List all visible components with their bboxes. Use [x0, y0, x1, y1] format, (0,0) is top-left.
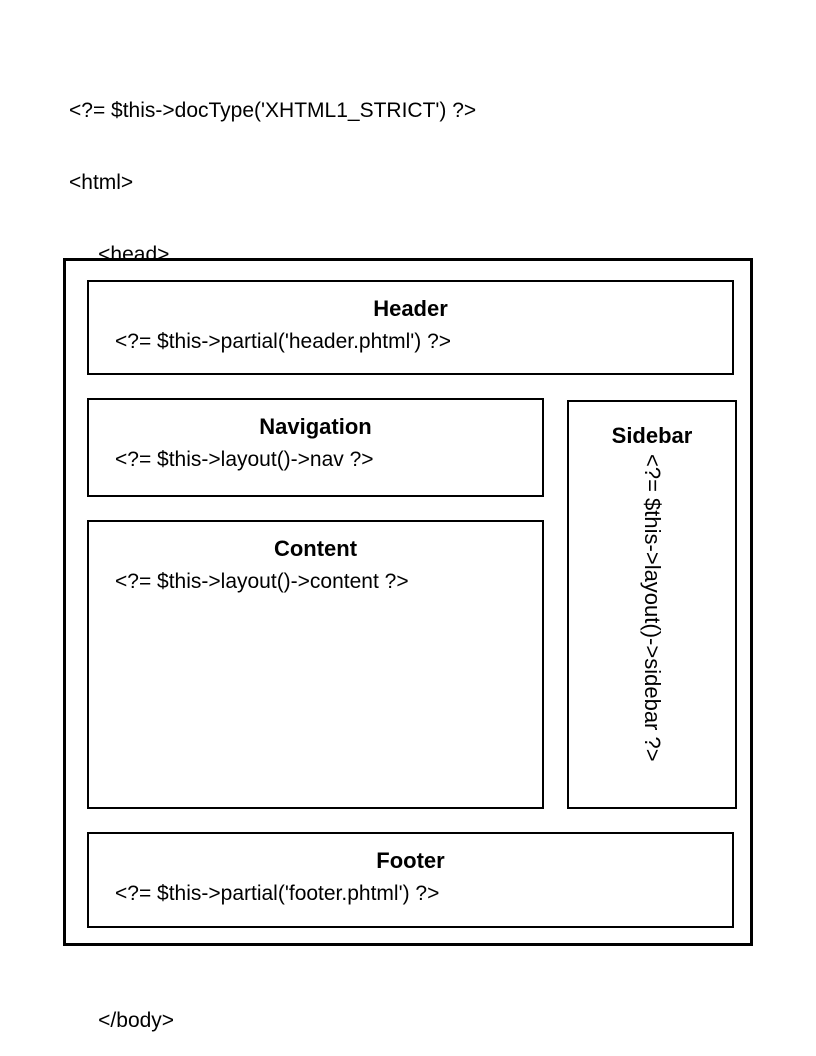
code-line-doctype: <?= $this->docType('XHTML1_STRICT') ?>: [69, 99, 477, 122]
code-line-html-open: <html>: [69, 171, 134, 194]
footer-region-code: <?= $this->partial('footer.phtml') ?>: [115, 882, 440, 905]
footer-region-title: Footer: [376, 848, 445, 873]
header-region-code: <?= $this->partial('header.phtml') ?>: [115, 330, 452, 353]
sidebar-region-code-vertical: <?= $this->layout()->sidebar ?>: [640, 454, 665, 762]
body-layout-box: Header <?= $this->partial('header.phtml'…: [63, 258, 753, 946]
content-region-title: Content: [273, 536, 358, 561]
navigation-region-title: Navigation: [259, 414, 372, 439]
footer-region-box: Footer <?= $this->partial('footer.phtml'…: [87, 832, 734, 928]
navigation-region-box: Navigation <?= $this->layout()->nav ?>: [87, 398, 544, 497]
navigation-region-code: <?= $this->layout()->nav ?>: [115, 448, 374, 471]
sidebar-region-title: Sidebar: [611, 423, 693, 448]
content-region-box: Content <?= $this->layout()->content ?>: [87, 520, 544, 809]
closing-code-block: </body> </html>: [69, 961, 174, 1056]
sidebar-region-box: Sidebar <?= $this->layout()->sidebar ?>: [567, 400, 737, 809]
header-region-title: Header: [373, 296, 448, 321]
header-region-box: Header <?= $this->partial('header.phtml'…: [87, 280, 734, 375]
code-line-body-close: </body>: [69, 1009, 175, 1032]
content-region-code: <?= $this->layout()->content ?>: [115, 570, 409, 593]
